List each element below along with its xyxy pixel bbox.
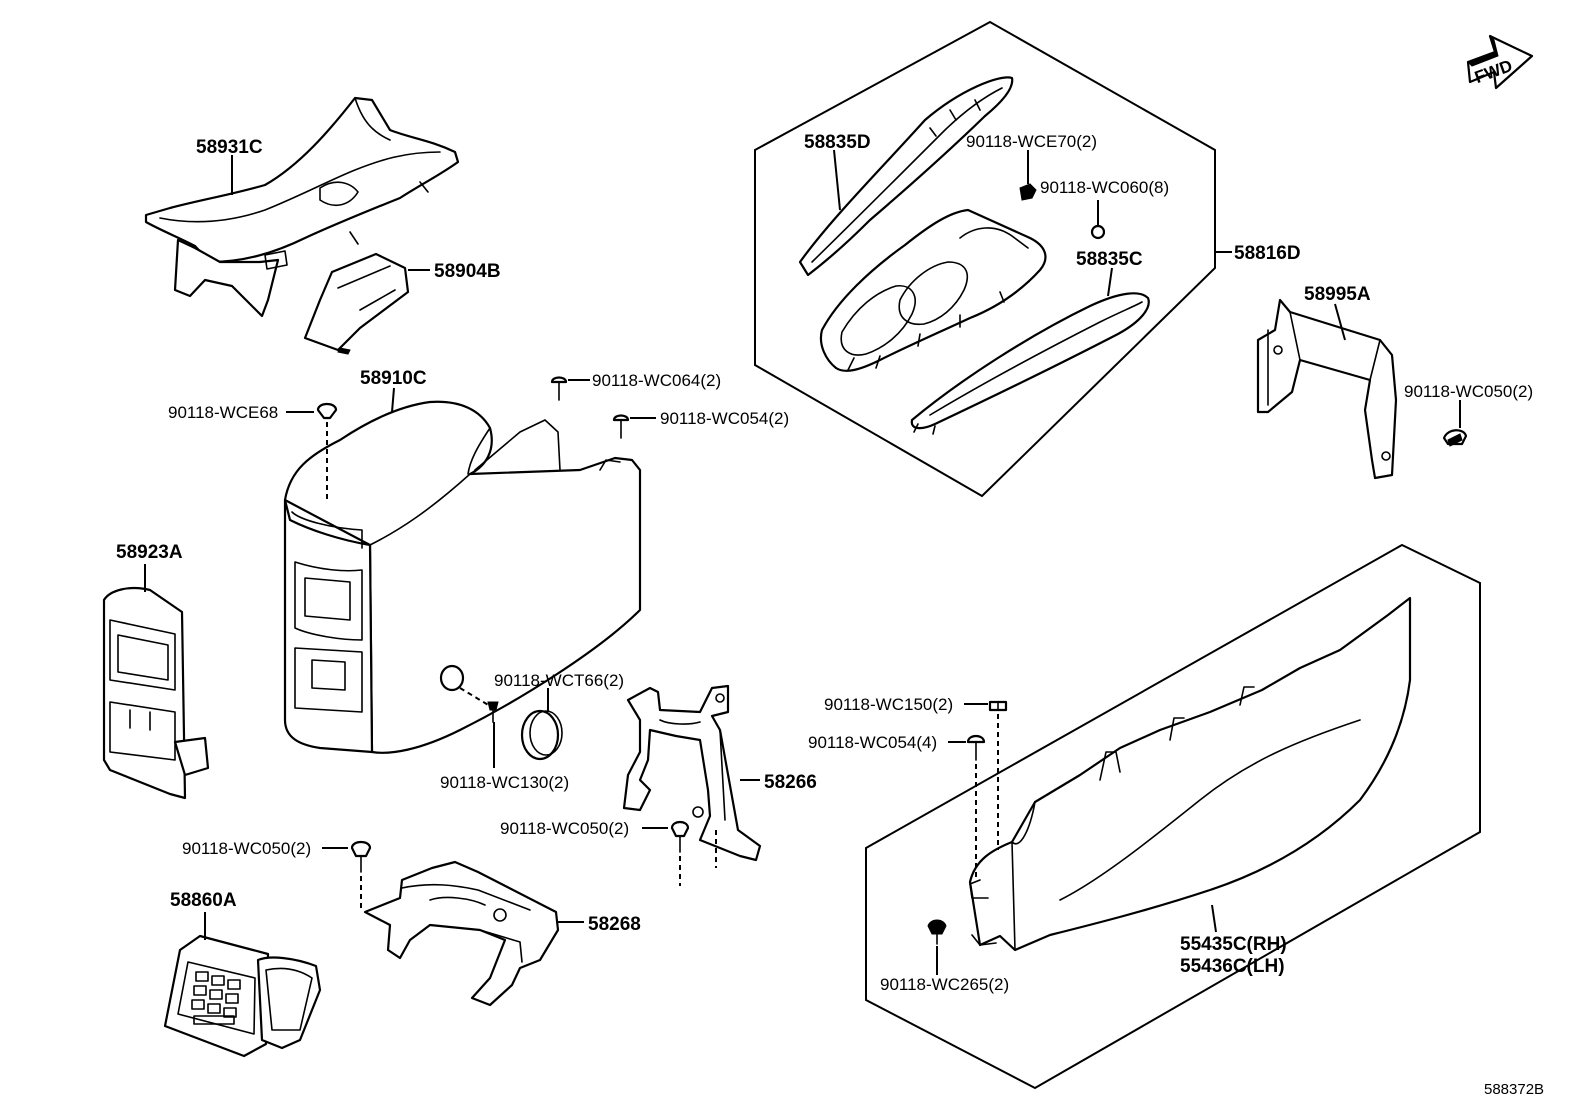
part-58266 [622, 684, 762, 862]
screw-icon-wc050-middle [670, 820, 690, 853]
clip-icon-wce70 [1019, 150, 1037, 201]
cap-icon-wct66-a [439, 664, 465, 692]
leader-58835C [1107, 267, 1113, 297]
label-90118-WC050-right: 90118-WC050(2) [1404, 382, 1533, 401]
screw-icon-wc054-upper [612, 414, 630, 439]
leader-55435C [1211, 904, 1217, 933]
part-58910C [283, 400, 642, 754]
label-90118-WC050-left: 90118-WC050(2) [182, 839, 311, 858]
label-90118-WCE68: 90118-WCE68 [168, 403, 278, 422]
label-90118-WC265: 90118-WC265(2) [880, 975, 1009, 994]
part-58268 [363, 860, 560, 1007]
part-58860A [163, 934, 322, 1058]
part-58995A [1256, 298, 1398, 480]
label-58860A: 58860A [170, 890, 237, 911]
label-58835C: 58835C [1076, 249, 1143, 270]
label-58904B: 58904B [434, 261, 501, 282]
label-90118-WC050-middle: 90118-WC050(2) [500, 819, 629, 838]
label-90118-WCT66: 90118-WCT66(2) [494, 671, 624, 690]
label-55435C: 55435C(RH) [1180, 934, 1287, 955]
screw-icon-wc130 [487, 701, 499, 723]
part-58835C [910, 292, 1150, 435]
figure-reference: 588372B [1484, 1081, 1544, 1098]
label-58910C: 58910C [360, 368, 427, 389]
label-58266: 58266 [764, 772, 817, 793]
part-58923A [102, 586, 210, 800]
cap-icon-wct66-b [520, 709, 563, 761]
label-58995A: 58995A [1304, 284, 1371, 305]
label-90118-WC130: 90118-WC130(2) [440, 773, 569, 792]
label-90118-WC064: 90118-WC064(2) [592, 371, 721, 390]
label-55436C: 55436C(LH) [1180, 956, 1285, 977]
label-90118-WC150: 90118-WC150(2) [824, 695, 953, 714]
screw-icon-wc064 [550, 376, 568, 401]
label-58835D: 58835D [804, 132, 871, 153]
leader-58835D [833, 149, 841, 211]
clip-icon-wce68 [316, 402, 338, 420]
label-90118-WC054-upper: 90118-WC054(2) [660, 409, 789, 428]
screw-icon-wc265 [927, 919, 947, 945]
part-55435C [968, 596, 1412, 952]
label-58268: 58268 [588, 914, 641, 935]
part-58931C [144, 96, 460, 318]
clip-icon-wc150 [988, 700, 1008, 712]
part-58835D [798, 76, 1014, 277]
part-58904B [303, 252, 410, 355]
screw-icon-wc050-right [1442, 429, 1468, 447]
label-90118-WCE70: 90118-WCE70(2) [966, 132, 1097, 151]
fwd-arrow-icon: FWD [1466, 34, 1534, 90]
clip-icon-wc060 [1090, 200, 1106, 240]
label-90118-WC060: 90118-WC060(8) [1040, 178, 1169, 197]
label-58931C: 58931C [196, 137, 263, 158]
dash-wc130 [459, 687, 491, 707]
assembly-frame-55435C [865, 543, 1481, 1090]
label-58816D: 58816D [1234, 243, 1301, 264]
screw-icon-wc054-lower [966, 734, 986, 761]
label-58923A: 58923A [116, 542, 183, 563]
leader-58910C [391, 387, 395, 413]
leader-58995A [1334, 303, 1346, 341]
label-90118-WC054-lower: 90118-WC054(4) [808, 733, 937, 752]
part-center-panel [819, 208, 1047, 372]
assembly-frame-58816D [754, 20, 1216, 498]
screw-icon-wc050-left [350, 840, 372, 873]
